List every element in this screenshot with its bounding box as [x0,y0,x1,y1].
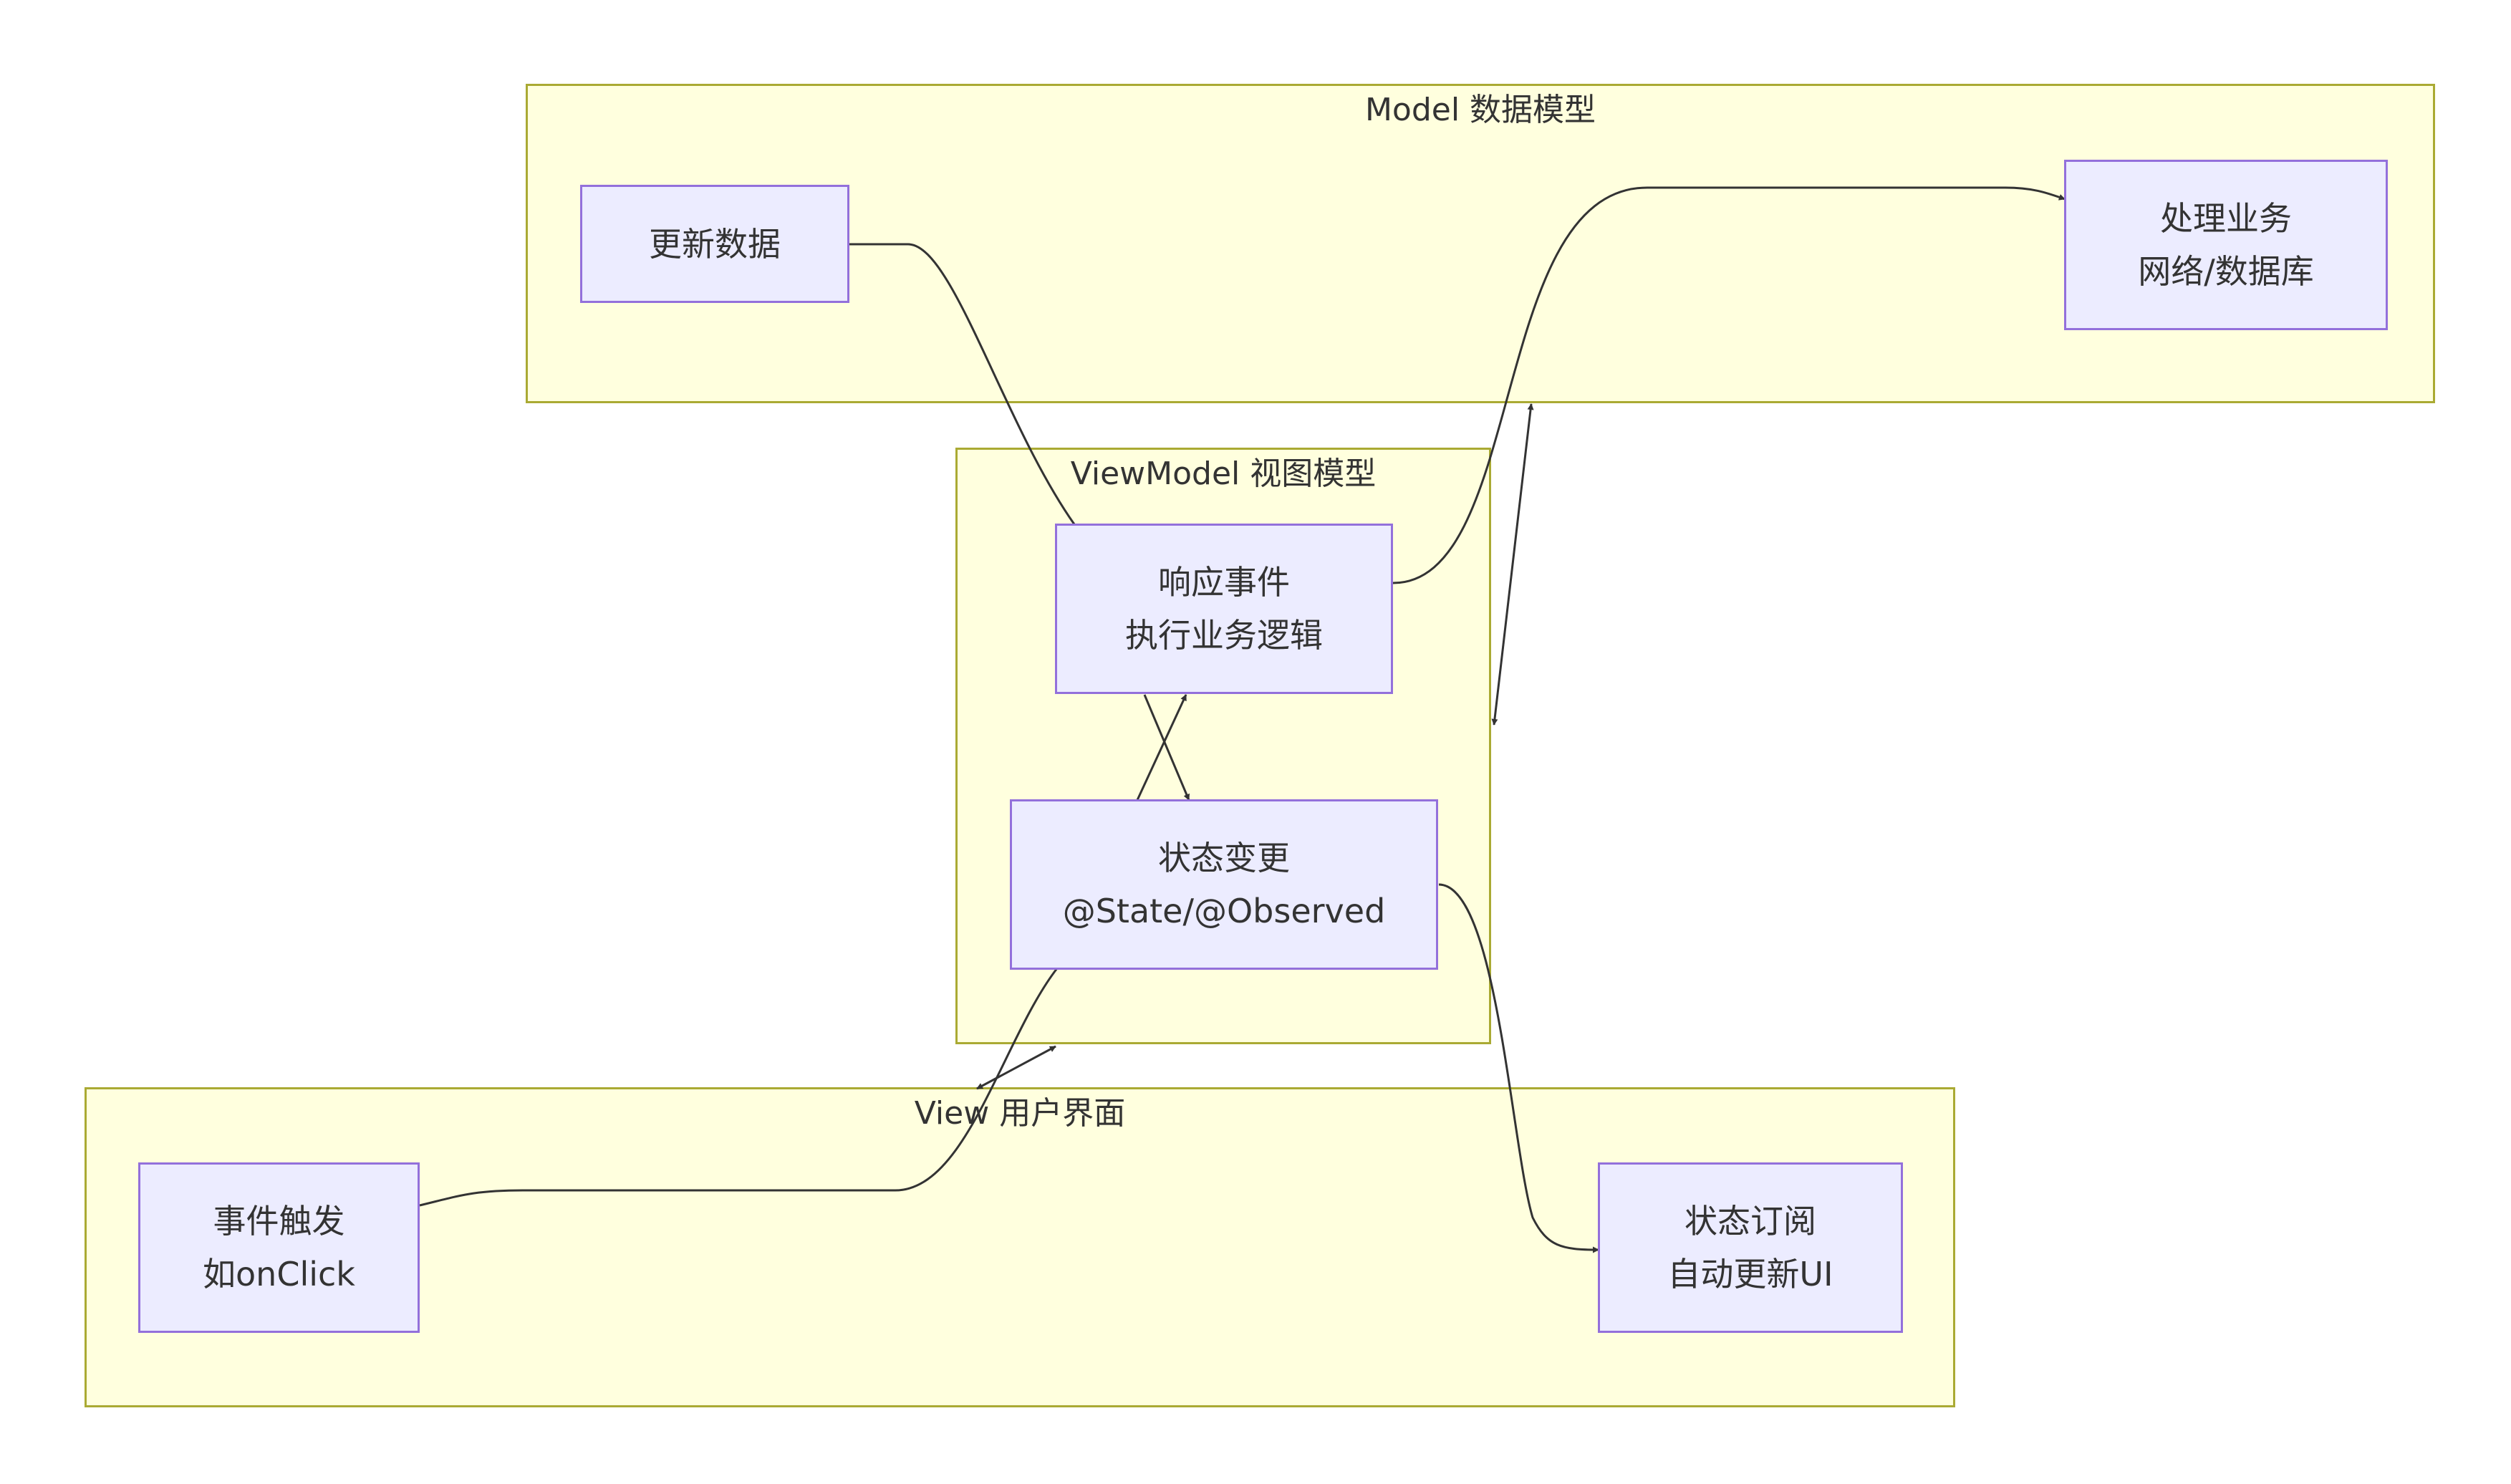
model-cluster-title: Model 数据模型 [1364,92,1596,128]
viewmodel-cluster-title: ViewModel 视图模型 [1070,456,1377,492]
edge-viewmodel-view-bidirectional [976,1045,1056,1090]
state-change-label-2: @State/@Observed [1062,892,1386,930]
state-subscribe-label-1: 状态订阅 [1685,1202,1816,1240]
state-subscribe-node: 状态订阅 自动更新UI [1598,1162,1903,1333]
view-cluster-title: View 用户界面 [914,1095,1126,1132]
event-trigger-label-1: 事件触发 [213,1202,345,1240]
respond-event-label-2: 执行业务逻辑 [1125,616,1323,655]
state-subscribe-label-2: 自动更新UI [1667,1255,1833,1293]
process-business-node: 处理业务 网络/数据库 [2064,160,2388,330]
update-data-label: 更新数据 [649,224,781,264]
respond-event-label-1: 响应事件 [1158,563,1290,602]
event-trigger-node: 事件触发 如onClick [138,1162,420,1333]
edge-model-viewmodel-bidirectional [1491,403,1534,726]
event-trigger-label-2: 如onClick [203,1255,355,1293]
update-data-node: 更新数据 [580,185,849,303]
state-change-node: 状态变更 @State/@Observed [1010,799,1438,970]
process-business-label-1: 处理业务 [2160,199,2292,238]
state-change-label-1: 状态变更 [1158,839,1290,877]
process-business-label-2: 网络/数据库 [2138,252,2314,291]
respond-event-node: 响应事件 执行业务逻辑 [1055,524,1393,694]
